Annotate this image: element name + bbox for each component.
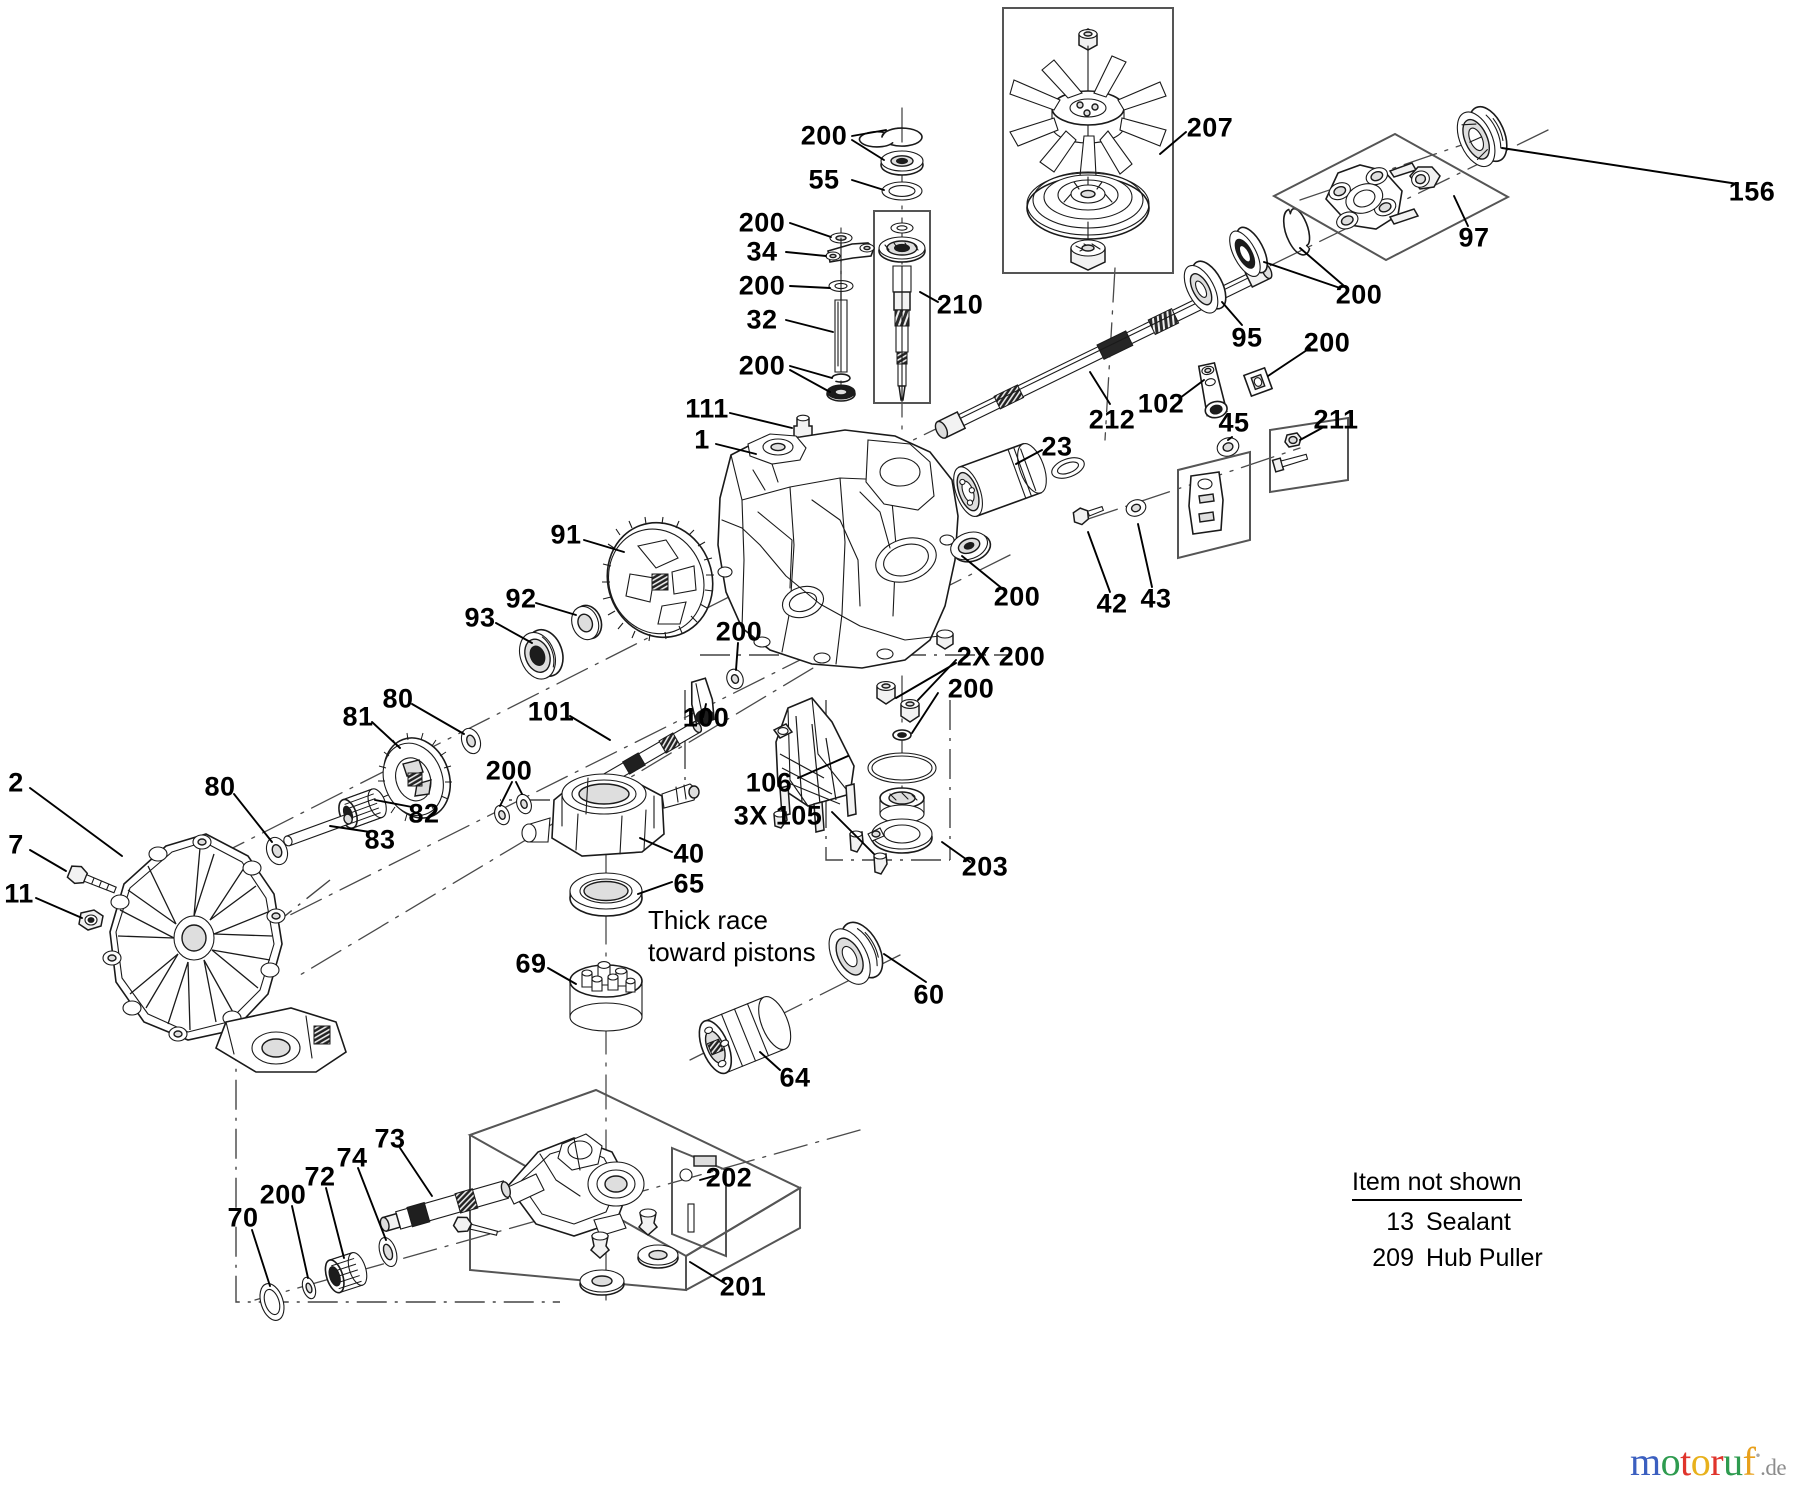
- watermark-letter: f: [1742, 1439, 1756, 1484]
- part-callout-80: 80: [204, 771, 236, 802]
- watermark-letter: m: [1630, 1439, 1661, 1484]
- part-callout-92: 92: [505, 583, 537, 614]
- part-callout-72: 72: [304, 1161, 336, 1192]
- part-callout-212: 212: [1088, 404, 1136, 435]
- part-callout-156: 156: [1728, 176, 1776, 207]
- part-callout-1: 1: [694, 424, 710, 455]
- part-callout-210: 210: [936, 289, 984, 320]
- part-callout-200: 200: [738, 207, 786, 238]
- watermark-letter: r: [1710, 1439, 1724, 1484]
- legend-row-description: Sealant: [1426, 1208, 1511, 1236]
- part-callout-7: 7: [8, 829, 24, 860]
- part-callout-106: 106: [745, 767, 793, 798]
- legend-row-number: 209: [1372, 1244, 1414, 1272]
- part-callout-95: 95: [1231, 322, 1263, 353]
- part-callout-200: 200: [1335, 279, 1383, 310]
- watermark-letter: o: [1690, 1439, 1711, 1484]
- legend-row: 13 Sealant: [1352, 1208, 1543, 1237]
- part-callout-43: 43: [1140, 583, 1172, 614]
- part-callout-23: 23: [1041, 431, 1073, 462]
- part-callout-202: 202: [705, 1162, 753, 1193]
- part-callout-207: 207: [1186, 112, 1234, 143]
- part-callout-200: 200: [715, 616, 763, 647]
- part-callout-80: 80: [382, 683, 414, 714]
- part-callout-91: 91: [550, 519, 582, 550]
- part-callout-102: 102: [1137, 388, 1185, 419]
- legend-title: Item not shown: [1352, 1168, 1522, 1201]
- part-callout-60: 60: [913, 979, 945, 1010]
- part-callout-200: 200: [485, 755, 533, 786]
- part-callout-40: 40: [673, 838, 705, 869]
- part-callout-73: 73: [374, 1123, 406, 1154]
- part-callout-64: 64: [779, 1062, 811, 1093]
- watermark-tld: .de: [1760, 1455, 1787, 1480]
- part-callout-203: 203: [961, 851, 1009, 882]
- part-callout-100: 100: [682, 702, 730, 733]
- part-callout-42: 42: [1096, 588, 1128, 619]
- part-callout-82: 82: [408, 798, 440, 829]
- part-callout-93: 93: [464, 602, 496, 633]
- part-callout-2: 2: [8, 767, 24, 798]
- part-callout-200: 200: [947, 673, 995, 704]
- part-callout-74: 74: [336, 1142, 368, 1173]
- item-not-shown-legend: Item not shown 13 Sealant 209 Hub Puller: [1352, 1168, 1543, 1273]
- thick-race-note: Thick race toward pistons: [648, 905, 816, 967]
- part-callout-83: 83: [364, 824, 396, 855]
- part-callout-200: 200: [1303, 327, 1351, 358]
- part-callout-34: 34: [746, 236, 778, 267]
- watermark-letter: t: [1680, 1439, 1691, 1484]
- part-callout-200: 200: [993, 581, 1041, 612]
- legend-row-number: 13: [1386, 1208, 1414, 1236]
- part-callout-101: 101: [527, 696, 575, 727]
- watermark-dot: •: [1755, 1448, 1761, 1465]
- part-callout-69: 69: [515, 948, 547, 979]
- part-callout-32: 32: [746, 304, 778, 335]
- part-callout-200: 200: [738, 350, 786, 381]
- part-callout-200: 200: [738, 270, 786, 301]
- part-callout-111: 111: [685, 393, 729, 424]
- part-callout-201: 201: [719, 1271, 767, 1302]
- part-callout-3x-105: 3X 105: [733, 800, 823, 831]
- part-callout-55: 55: [808, 164, 840, 195]
- legend-row-description: Hub Puller: [1426, 1244, 1543, 1272]
- watermark-letter: u: [1723, 1439, 1743, 1484]
- legend-rows: 13 Sealant 209 Hub Puller: [1352, 1208, 1543, 1273]
- watermark-letter: o: [1660, 1439, 1681, 1484]
- legend-row: 209 Hub Puller: [1352, 1244, 1543, 1273]
- part-callout-81: 81: [342, 701, 374, 732]
- part-callout-70: 70: [227, 1202, 259, 1233]
- part-callout-200: 200: [259, 1179, 307, 1210]
- part-callout-211: 211: [1313, 404, 1359, 435]
- part-callout-45: 45: [1218, 407, 1250, 438]
- part-callout-65: 65: [673, 868, 705, 899]
- part-callout-97: 97: [1458, 222, 1490, 253]
- motoruf-watermark: motoruf•.de: [1630, 1439, 1787, 1484]
- part-callout-2x-200: 2X 200: [956, 641, 1046, 672]
- part-callout-11: 11: [4, 878, 34, 909]
- part-callout-200: 200: [800, 120, 848, 151]
